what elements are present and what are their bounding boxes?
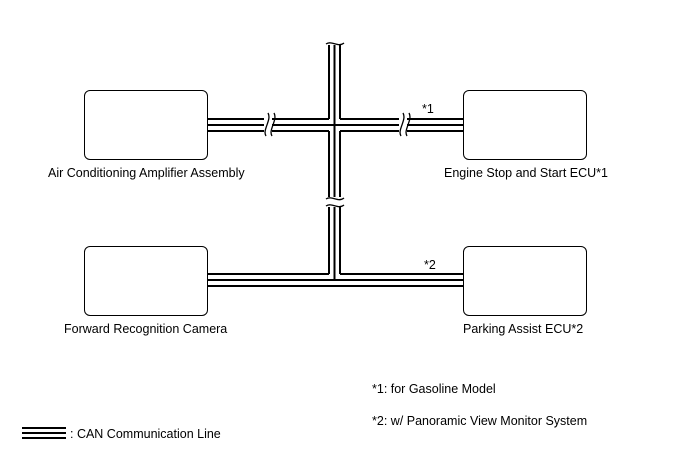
parking-assist-ecu-box — [463, 246, 587, 316]
forward-camera-label: Forward Recognition Camera — [64, 322, 228, 336]
parking-assist-ecu-label: Parking Assist ECU*2 — [463, 322, 584, 336]
ac-amplifier-label: Air Conditioning Amplifier Assembly — [48, 166, 245, 180]
break-marks — [264, 41, 411, 208]
upper-vertical-bus — [328, 44, 341, 197]
parking-marker: *2 — [424, 258, 436, 272]
forward-camera-box — [84, 246, 208, 316]
footnote-2: *2: w/ Panoramic View Monitor System — [372, 414, 588, 428]
lower-vertical-bus — [328, 207, 341, 280]
engine-marker: *1 — [422, 102, 434, 116]
engine-stop-start-ecu-box — [463, 90, 587, 160]
lower-horizontal-bus — [208, 273, 463, 287]
engine-stop-start-ecu-label: Engine Stop and Start ECU*1 — [444, 166, 608, 180]
can-line-legend-symbol — [22, 427, 66, 439]
ac-amplifier-box — [84, 90, 208, 160]
footnote-1: *1: for Gasoline Model — [372, 382, 496, 396]
legend-label: : CAN Communication Line — [70, 427, 221, 441]
